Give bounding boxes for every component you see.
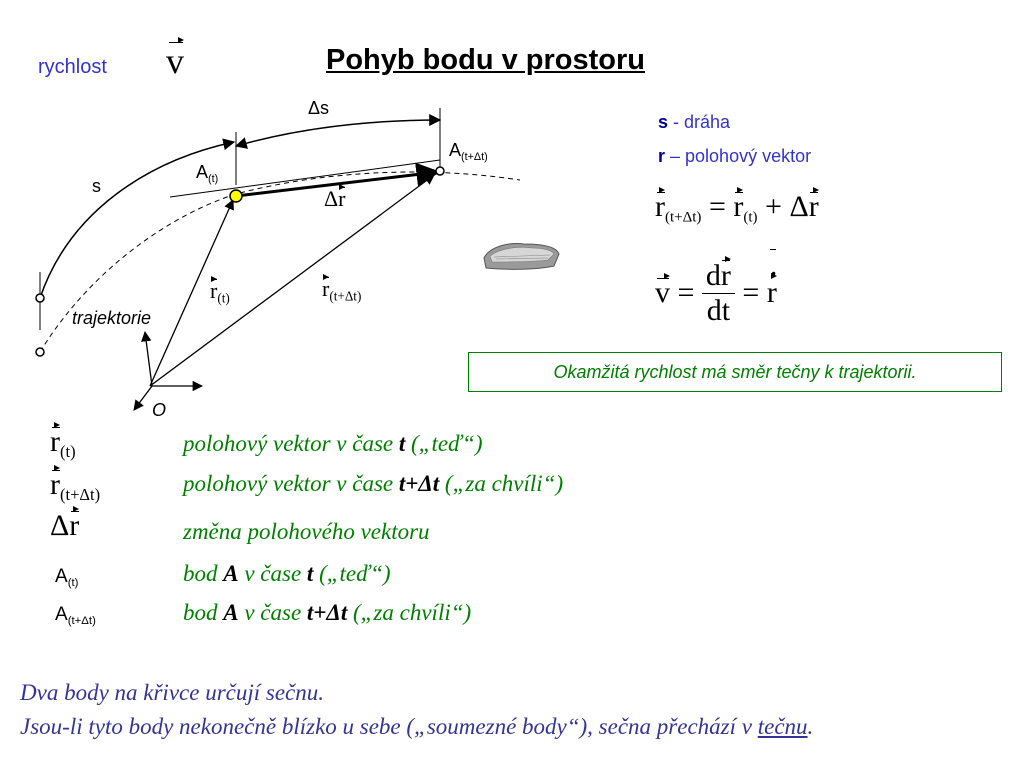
A-tdt-label: A(t+Δt) [449, 140, 488, 163]
end-point-s [35, 293, 45, 303]
legend-s: s - dráha [658, 112, 731, 132]
r-t-arrow [149, 199, 234, 387]
arc-s [39, 138, 236, 299]
def-text-r-t: polohový vektor v čase t („teď“) [183, 431, 483, 456]
trajektorie-label: trajektorie [72, 308, 152, 328]
axis-up [141, 330, 153, 387]
arc-delta-s [234, 114, 442, 149]
tangent-callout: Okamžitá rychlost má směr tečny k trajek… [468, 352, 1002, 392]
def-symbol-A-tdt: A(t+Δt) [55, 604, 96, 627]
def-text-A-tdt: bod A v čase t+Δt („za chvíli“) [183, 600, 472, 625]
trajectory-diagram [35, 108, 521, 411]
tangent-line [169, 159, 441, 198]
def-symbol-A-t: A(t) [55, 566, 79, 589]
conclusion-line-2: Jsou-li tyto body nekonečně blízko u seb… [20, 714, 814, 739]
def-text-r-tdt: polohový vektor v čase t+Δt („za chvíli“… [183, 471, 564, 496]
formula-velocity: v = dr dt = r [655, 249, 777, 331]
formula-position: r(t+Δt) = r(t) + Δr [655, 187, 819, 226]
point-A-tdt [435, 166, 445, 176]
r-t-label: r(t) [210, 276, 230, 306]
tecnu-link[interactable]: tečnu [757, 714, 808, 739]
def-symbol-delta-r: Δr [50, 506, 80, 542]
r-tdt-label: r(t+Δt) [322, 274, 362, 304]
axis-down [133, 385, 153, 411]
v-vector-symbol: v [166, 36, 184, 81]
origin-label: O [152, 400, 167, 420]
legend-r: r – polohový vektor [658, 146, 812, 166]
page-title: Pohyb bodu v prostoru [326, 44, 645, 76]
def-text-A-t: bod A v čase t („teď“) [183, 561, 391, 586]
fraction-denominator: dt [706, 293, 731, 327]
r-tdt-arrow [149, 174, 435, 387]
end-point-trajectory [35, 347, 45, 357]
def-symbol-r-t: r(t) [50, 422, 76, 461]
def-text-delta-r: změna polohového vektoru [183, 519, 430, 544]
conclusion-line-1: Dva body na křivce určují sečnu. [20, 680, 325, 705]
delta-s-label: Δs [308, 98, 330, 118]
delta-r-label: Δr [324, 184, 346, 211]
s-label: s [92, 176, 101, 196]
point-A-t [229, 189, 243, 203]
fraction-numerator: dr [701, 255, 735, 294]
rychlost-label: rychlost [38, 56, 107, 78]
def-symbol-r-tdt: r(t+Δt) [50, 465, 101, 504]
A-t-label: A(t) [196, 162, 219, 185]
keyboard-icon [483, 243, 560, 270]
delta-r-arrow [235, 162, 441, 198]
